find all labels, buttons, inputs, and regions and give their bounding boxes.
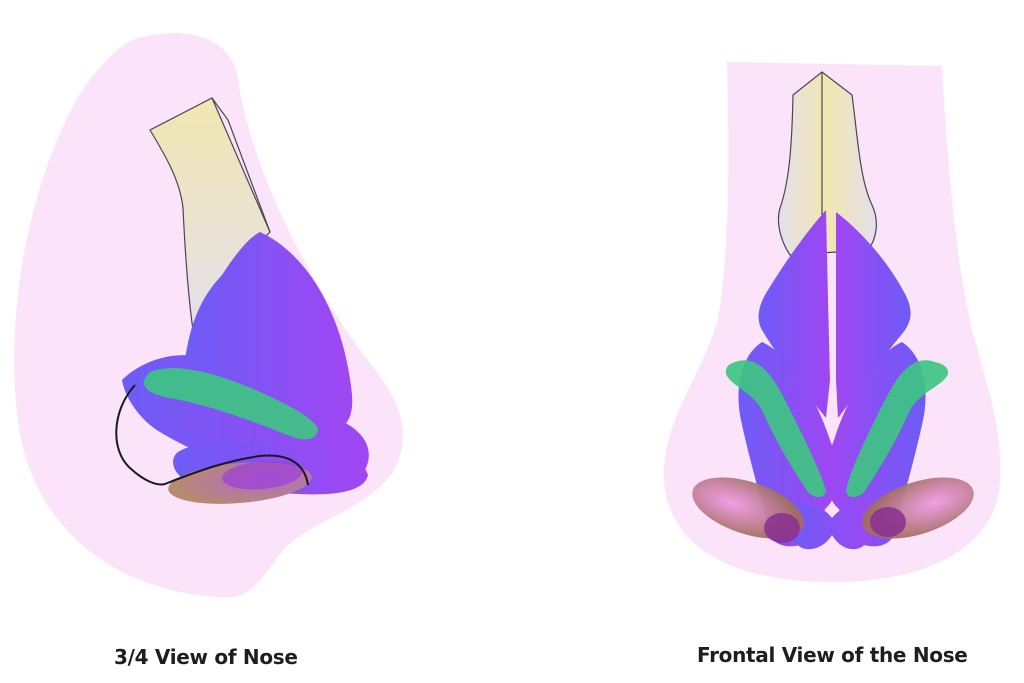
nostril-inner-left (764, 513, 800, 543)
frontal-view (664, 62, 1000, 582)
nostril-inner-right (870, 507, 906, 537)
caption-three-quarter-view: 3/4 View of Nose (114, 645, 298, 669)
three-quarter-view (14, 33, 403, 597)
caption-frontal-view: Frontal View of the Nose (697, 643, 968, 667)
